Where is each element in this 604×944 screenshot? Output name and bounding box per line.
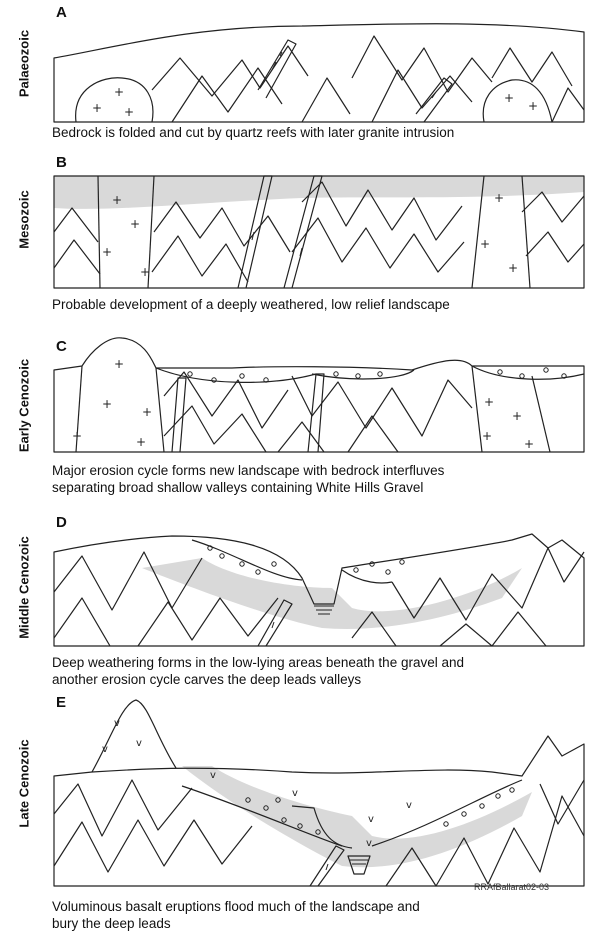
era-label: Early Cenozoic — [16, 358, 32, 453]
panel-caption: Deep weathering forms in the low-lying a… — [52, 654, 464, 688]
granite-mark: + — [102, 245, 112, 259]
caption-line: Probable development of a deeply weather… — [52, 297, 450, 312]
panel-letter: B — [56, 154, 67, 171]
figure-credit: RRAfBallarat02-03 — [474, 882, 550, 892]
granite-mark: + — [142, 405, 152, 419]
panel-d: D Middle Cenozoic Deep weathering forms — [0, 510, 604, 687]
granite-mark: + — [114, 357, 124, 371]
granite-mark: + — [102, 397, 112, 411]
granite-mark: + — [124, 105, 134, 119]
basalt-mark: v — [366, 838, 372, 849]
basalt-mark: v — [406, 800, 412, 811]
panel-letter: A — [56, 4, 67, 21]
caption-line: Bedrock is folded and cut by quartz reef… — [52, 125, 455, 140]
granite-mark: + — [72, 429, 82, 443]
granite-mark: + — [484, 395, 494, 409]
panel-caption: Major erosion cycle forms new landscape … — [52, 462, 444, 496]
basalt-mark: v — [136, 738, 142, 749]
granite-mark: + — [112, 193, 122, 207]
basalt-mark: v — [102, 744, 108, 755]
panel-caption: Voluminous basalt eruptions flood much o… — [52, 898, 420, 932]
panel-b: B Mesozoic + + + + + + + Probable develo… — [0, 150, 604, 320]
basalt-mark: v — [368, 814, 374, 825]
panel-letter: C — [56, 338, 67, 355]
basalt-mark: v — [292, 788, 298, 799]
granite-mark: + — [480, 237, 490, 251]
granite-mark: + — [130, 217, 140, 231]
panel-a: A Palaeozoic + + + + + Bedrock is folded… — [0, 0, 604, 160]
granite-mark: + — [114, 85, 124, 99]
granite-mark: + — [508, 261, 518, 275]
granite-mark: + — [512, 409, 522, 423]
panel-letter: E — [56, 694, 67, 711]
cross-section: + + + + + + + + + — [53, 337, 585, 453]
era-label: Mesozoic — [16, 190, 32, 249]
granite-mark: + — [136, 435, 146, 449]
era-label: Palaeozoic — [16, 29, 32, 98]
caption-line: Voluminous basalt eruptions flood much o… — [52, 899, 420, 914]
basalt-mark: v — [114, 718, 120, 729]
granite-mark: + — [482, 429, 492, 443]
granite-mark: + — [494, 191, 504, 205]
cross-section: + + + + + — [53, 23, 585, 123]
era-label: Late Cenozoic — [16, 739, 32, 828]
panel-e: E Late Cenozoic v v v v v v v v — [0, 694, 604, 944]
basalt-mark: v — [210, 770, 216, 781]
panel-c: C Early Cenozoic + + + — [0, 336, 604, 506]
caption-line: separating broad shallow valleys contain… — [52, 480, 424, 495]
granite-mark: + — [140, 265, 150, 279]
caption-line: Deep weathering forms in the low-lying a… — [52, 655, 464, 670]
caption-line: Major erosion cycle forms new landscape … — [52, 463, 445, 478]
cross-section — [53, 533, 585, 647]
cross-section: + + + + + + + — [53, 175, 585, 289]
granite-mark: + — [528, 99, 538, 113]
era-label: Middle Cenozoic — [16, 536, 32, 639]
panel-caption: Bedrock is folded and cut by quartz reef… — [52, 124, 454, 141]
granite-mark: + — [524, 437, 534, 451]
granite-mark: + — [92, 101, 102, 115]
panel-caption: Probable development of a deeply weather… — [52, 296, 450, 313]
caption-line: another erosion cycle carves the deep le… — [52, 672, 362, 687]
granite-mark: + — [504, 91, 514, 105]
caption-line: bury the deep leads — [52, 916, 171, 931]
panel-letter: D — [56, 514, 67, 531]
cross-section: v v v v v v v v — [53, 699, 585, 887]
